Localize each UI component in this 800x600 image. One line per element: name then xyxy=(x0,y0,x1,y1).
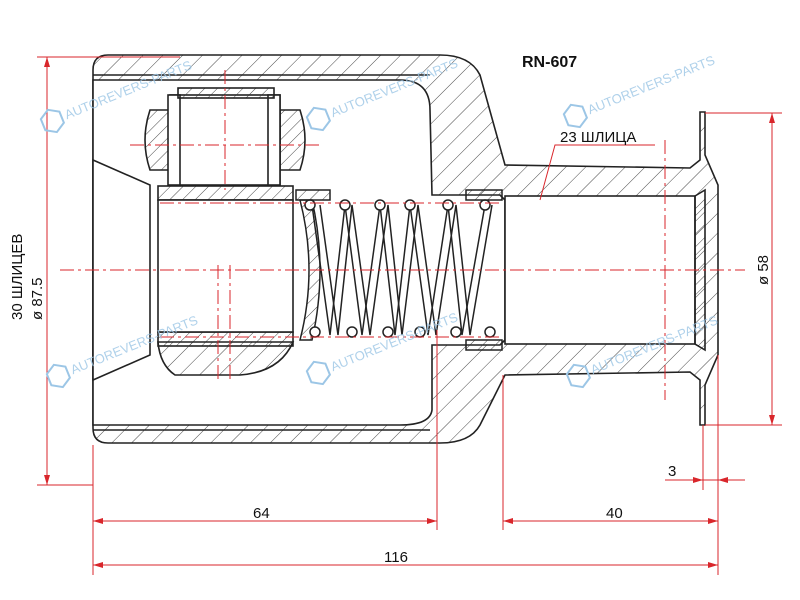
housing-length-label: 64 xyxy=(253,505,270,522)
watermark-logo-icon xyxy=(45,363,72,389)
part-number: RN-607 xyxy=(522,54,577,71)
outer-diameter-label: ø 87.5 xyxy=(29,277,46,320)
watermark-logo-icon xyxy=(562,103,589,129)
watermark-logo-icon xyxy=(305,106,332,132)
flange-offset-label: 3 xyxy=(668,463,676,480)
outer-splines-label: 30 ШЛИЦЕВ xyxy=(9,234,26,320)
spring xyxy=(295,189,503,351)
shaft-length-label: 40 xyxy=(606,505,623,522)
watermark-logo-icon xyxy=(305,360,332,386)
tripod-assembly xyxy=(144,87,306,376)
dimension-lines xyxy=(37,56,782,575)
inner-splines-label: 23 ШЛИЦА xyxy=(560,129,636,146)
total-length-label: 116 xyxy=(384,549,408,566)
watermark-logo-icon xyxy=(39,108,66,134)
center-lines xyxy=(60,70,745,400)
shaft-diameter-label: ø 58 xyxy=(755,255,772,285)
watermark-logo-icon xyxy=(565,363,592,389)
svg-text:AUTOREVERS-PARTS: AUTOREVERS-PARTS xyxy=(585,52,717,117)
